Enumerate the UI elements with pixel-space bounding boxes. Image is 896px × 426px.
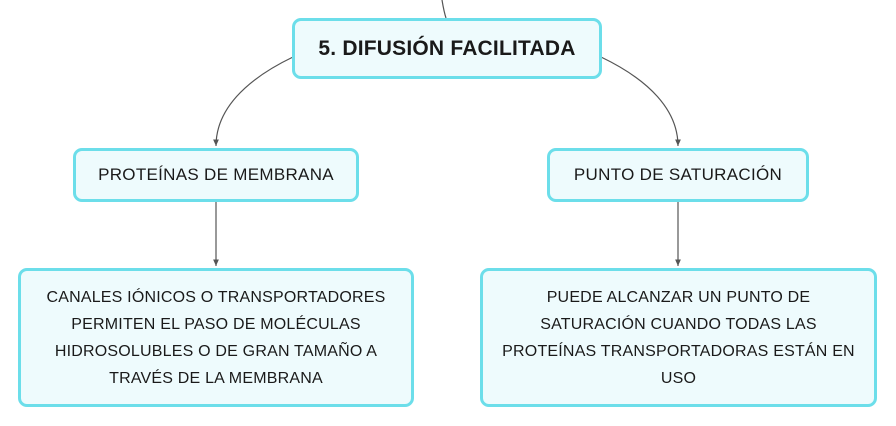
subtopic-saturacion-label: PUNTO DE SATURACIÓN bbox=[573, 165, 783, 184]
connector-root-to-proteinas bbox=[213, 56, 294, 147]
root-topic-label: 5. DIFUSIÓN FACILITADA bbox=[318, 36, 576, 60]
connector-root-to-saturacion bbox=[600, 56, 681, 147]
detail-saturacion-node[interactable]: PUEDE ALCANZAR UN PUNTO DE SATURACIÓN CU… bbox=[480, 268, 877, 407]
connector-from-parent bbox=[441, 0, 447, 19]
subtopic-saturacion-node[interactable]: PUNTO DE SATURACIÓN bbox=[547, 148, 809, 202]
detail-saturacion-text: PUEDE ALCANZAR UN PUNTO DE SATURACIÓN CU… bbox=[502, 288, 855, 387]
root-topic-node[interactable]: 5. DIFUSIÓN FACILITADA bbox=[292, 18, 602, 79]
subtopic-proteinas-label: PROTEÍNAS DE MEMBRANA bbox=[98, 165, 334, 184]
subtopic-proteinas-node[interactable]: PROTEÍNAS DE MEMBRANA bbox=[73, 148, 359, 202]
detail-proteinas-node[interactable]: CANALES IÓNICOS O TRANSPORTADORES PERMIT… bbox=[18, 268, 414, 407]
detail-proteinas-text: CANALES IÓNICOS O TRANSPORTADORES PERMIT… bbox=[46, 288, 386, 387]
